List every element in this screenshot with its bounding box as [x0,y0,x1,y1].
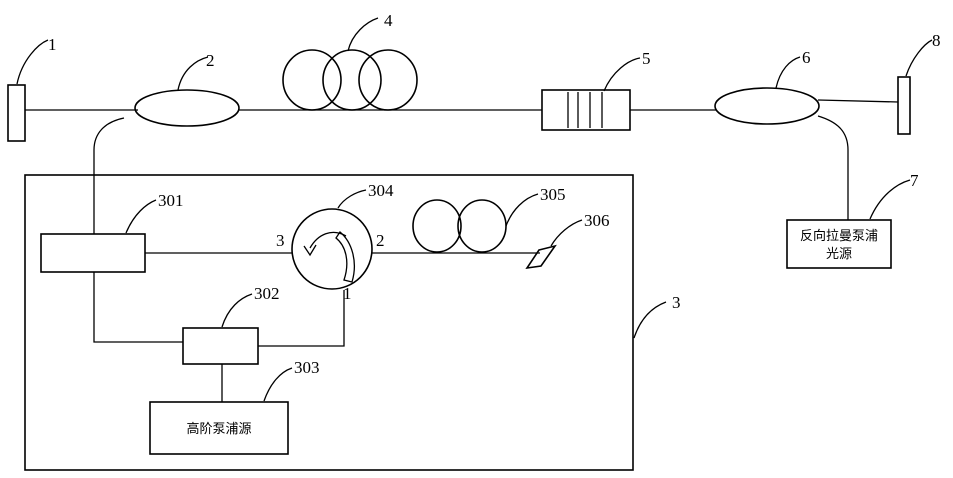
main-fiber-line [25,100,898,110]
reflector-306 [527,246,555,268]
reflector-1 [8,85,25,141]
label-306: 306 [584,211,610,230]
label-303: 303 [294,358,320,377]
fiber-to-pump-7 [818,116,848,220]
component-301 [41,234,145,272]
fiber-coupler2-to-301 [94,118,124,234]
label-8: 8 [932,31,941,50]
port-2-label: 2 [376,231,385,250]
coupler-6 [715,88,819,124]
circulator-304 [292,209,372,289]
label-3: 3 [672,293,681,312]
label-304: 304 [368,181,394,200]
fiber-coil-4 [283,50,417,110]
coupler-2 [135,90,239,126]
reverse-pump-text-line1: 反向拉曼泵浦 [800,228,878,244]
label-7: 7 [910,171,919,190]
reflector-8 [898,77,910,134]
label-1: 1 [48,35,57,54]
label-302: 302 [254,284,280,303]
fiber-grating-5 [542,90,630,130]
label-2: 2 [206,51,215,70]
port-3-label: 3 [276,231,285,250]
module-3-frame [25,175,633,470]
high-order-pump-text: 高阶泵浦源 [186,421,251,437]
reverse-pump-text-line2: 光源 [826,247,852,262]
fiber-coil-305 [413,200,506,252]
label-301: 301 [158,191,184,210]
component-302 [183,328,258,364]
label-305: 305 [540,185,566,204]
label-4: 4 [384,11,393,30]
label-6: 6 [802,48,811,67]
label-5: 5 [642,49,651,68]
